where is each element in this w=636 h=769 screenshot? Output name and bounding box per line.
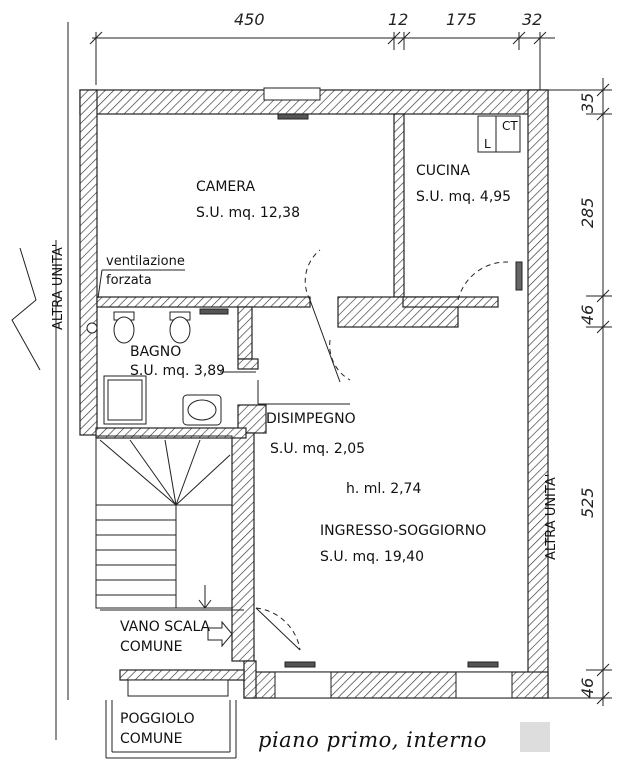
ventilation-label-1: ventilazione (106, 254, 185, 269)
appliance-ct-label: CT (502, 119, 518, 133)
room-camera-name: CAMERA (196, 179, 256, 195)
ventilation-label-2: forzata (106, 273, 152, 288)
dim-right-525: 525 (578, 487, 597, 518)
dim-top-450: 450 (234, 10, 265, 29)
room-disimpegno-area: S.U. mq. 2,05 (270, 441, 366, 457)
room-disimpegno-name: DISIMPEGNO (266, 411, 356, 427)
plan-caption: piano primo, interno (258, 728, 487, 752)
windows (127, 87, 523, 699)
bathroom-fixtures (86, 311, 222, 426)
leader-lines (97, 269, 350, 759)
room-bagno-area: S.U. mq. 3,89 (130, 363, 226, 379)
room-soggiorno-area: S.U. mq. 19,40 (320, 549, 424, 565)
kitchen-appliances (477, 115, 521, 153)
ceiling-height: h. ml. 2,74 (346, 481, 422, 497)
room-cucina-area: S.U. mq. 4,95 (416, 189, 512, 205)
walls (79, 89, 549, 699)
neighbor-label-left: ALTRA UNITA' (51, 243, 66, 330)
room-cucina-name: CUCINA (416, 163, 470, 179)
neighbor-boundary (11, 22, 69, 740)
dim-top-175: 175 (446, 10, 477, 29)
stair-label-1: VANO SCALA (120, 619, 211, 635)
dim-right-46a: 46 (578, 304, 597, 325)
room-camera-area: S.U. mq. 12,38 (196, 205, 300, 221)
appliance-l-label: L (484, 137, 491, 151)
dim-top-32: 32 (522, 10, 543, 29)
door-swings (255, 249, 509, 651)
room-bagno-name: BAGNO (130, 344, 182, 360)
stair-label-2: COMUNE (120, 639, 183, 655)
dim-right-46b: 46 (578, 677, 597, 698)
balcony-label-2: COMUNE (120, 731, 183, 747)
dim-right-285: 285 (578, 197, 597, 228)
dim-right-35: 35 (578, 92, 597, 113)
stair (95, 435, 233, 609)
dim-top-12: 12 (388, 10, 409, 29)
room-soggiorno-name: INGRESSO-SOGGIORNO (320, 523, 487, 539)
caption-mark (520, 722, 550, 752)
neighbor-label-right: ALTRA UNITA' (544, 473, 559, 560)
balcony-label-1: POGGIOLO (120, 711, 195, 727)
dimension-lines (89, 31, 612, 706)
